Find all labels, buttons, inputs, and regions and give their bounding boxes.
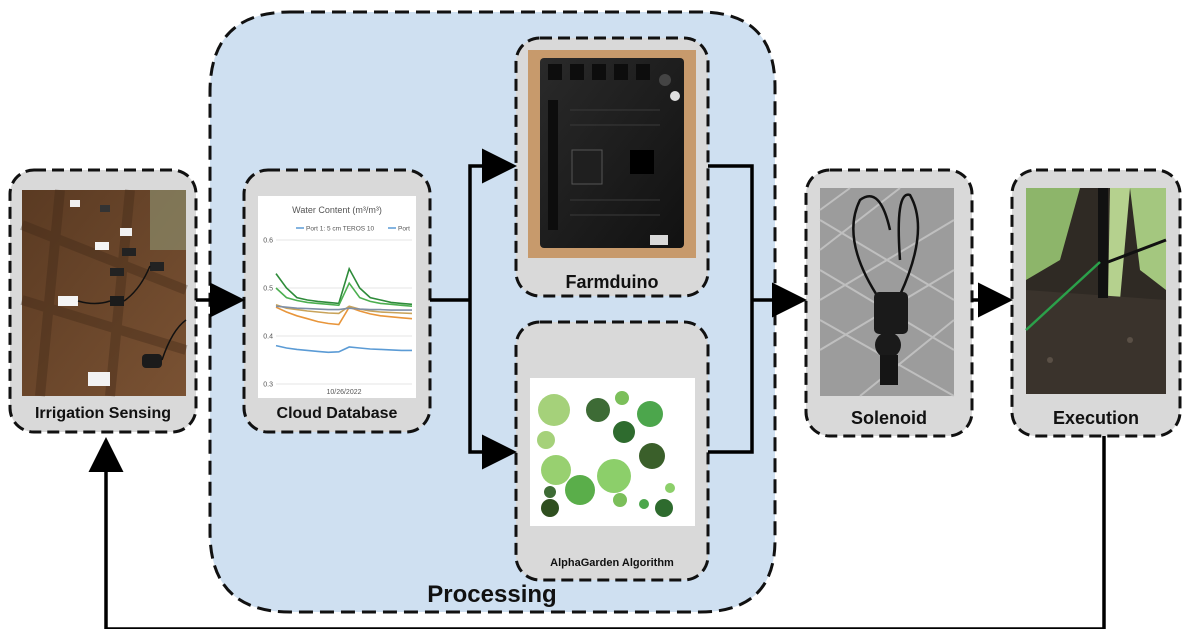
- series-line-2: [275, 281, 413, 307]
- alphagarden-plants: [537, 391, 675, 517]
- arrow-to-farmduino: [468, 148, 517, 300]
- plant-circle-4: [613, 421, 635, 443]
- x-tick-label-0: 10/26/2022: [326, 389, 361, 396]
- y-tick-label-1: 0.5: [263, 286, 273, 293]
- alphagarden-node: AlphaGarden Algorithm: [514, 320, 710, 582]
- plant-circle-11: [544, 486, 556, 498]
- water-content-chart-bg: [258, 196, 416, 398]
- plant-circle-9: [541, 499, 559, 517]
- irrigation-sensing-node: Irrigation Sensing: [8, 168, 198, 434]
- execution-node: Execution: [1010, 168, 1182, 438]
- plant-circle-15: [665, 483, 675, 493]
- plant-circle-7: [565, 475, 595, 505]
- series-line-4: [275, 304, 413, 315]
- series-line-1: [275, 266, 413, 306]
- cloud-database-label: Cloud Database: [277, 405, 398, 422]
- execution-label: Execution: [1053, 408, 1139, 428]
- farmduino-label: Farmduino: [566, 272, 659, 292]
- series-line-0: [275, 344, 412, 354]
- irrigation-sensing-photo: [20, 189, 188, 397]
- plant-circle-1: [586, 398, 610, 422]
- cloud-database-node: Water Content (m³/m³) Port 1: 5 cm TEROS …: [242, 168, 432, 434]
- processing-label: Processing: [427, 581, 556, 608]
- chart-title: Water Content (m³/m³): [292, 205, 382, 215]
- connectors: [88, 148, 1106, 629]
- plant-circle-5: [597, 459, 631, 493]
- irrigation-sensing-label: Irrigation Sensing: [35, 405, 171, 422]
- plant-circle-8: [541, 455, 571, 485]
- plant-circle-6: [639, 443, 665, 469]
- plant-circle-0: [538, 394, 570, 426]
- farmduino-photo: [528, 50, 696, 258]
- plant-circle-12: [613, 493, 627, 507]
- series-line-5: [275, 305, 412, 311]
- plant-circle-13: [639, 499, 649, 509]
- plant-circle-14: [655, 499, 673, 517]
- plant-circle-2: [615, 391, 629, 405]
- farmduino-node: Farmduino: [514, 36, 710, 298]
- execution-photo: [1025, 188, 1167, 394]
- plant-circle-10: [537, 431, 555, 449]
- y-tick-label-2: 0.4: [263, 334, 273, 341]
- legend-label-1: Port 1: 5 cm TEROS 10: [306, 226, 375, 233]
- solenoid-photo: [819, 187, 955, 397]
- line-farmduino-out: [708, 164, 754, 300]
- solenoid-node: Solenoid: [804, 168, 974, 438]
- plant-circle-3: [637, 401, 663, 427]
- arrow-to-alphagarden: [468, 300, 517, 470]
- y-tick-label-0: 0.6: [263, 238, 273, 245]
- series-line-3: [275, 306, 413, 326]
- feedback-loop: [104, 436, 1106, 629]
- y-tick-label-3: 0.3: [263, 382, 273, 389]
- alphagarden-label: AlphaGarden Algorithm: [550, 557, 674, 569]
- water-content-chart: Water Content (m³/m³) Port 1: 5 cm TEROS …: [263, 205, 413, 396]
- legend-label-2: Port: [398, 226, 410, 233]
- line-alphagarden-out: [708, 300, 754, 454]
- solenoid-label: Solenoid: [851, 408, 927, 428]
